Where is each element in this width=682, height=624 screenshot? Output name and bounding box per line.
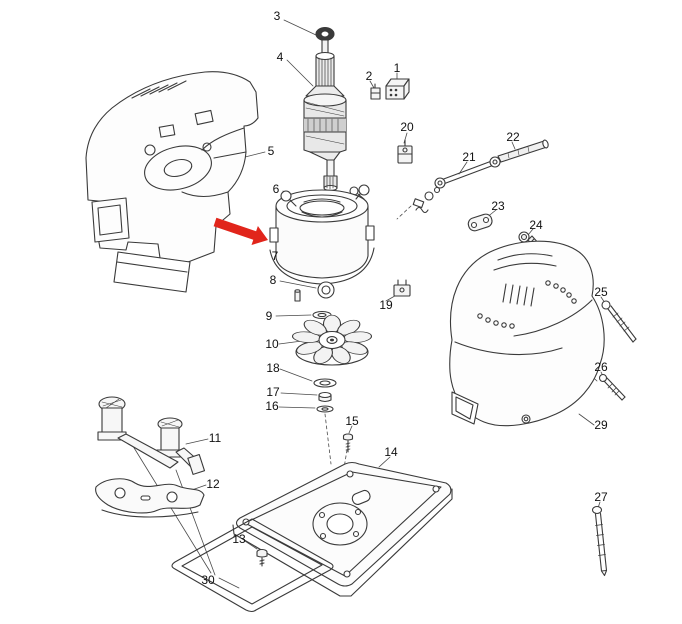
stator [269, 184, 375, 285]
base-plate [232, 461, 453, 597]
motor-housing [85, 71, 259, 263]
fan [291, 314, 373, 366]
cover-vent-slots [502, 283, 535, 307]
sleeve-17 [318, 391, 332, 403]
plate-23 [467, 213, 493, 232]
switch-button [370, 83, 381, 100]
screw-15 [342, 433, 354, 453]
gasket-30 [171, 518, 334, 613]
screw-27 [591, 505, 608, 577]
top-bearing [315, 26, 335, 42]
standoff-set-11 [97, 396, 206, 475]
washer-18 [313, 378, 337, 388]
pin [294, 289, 301, 302]
nameplate [113, 251, 191, 293]
lever-21 [434, 156, 501, 189]
linkage-cluster [412, 186, 441, 214]
handle-cover [449, 240, 605, 427]
switch-block [385, 78, 410, 100]
component-20 [397, 139, 413, 164]
connector-19 [393, 279, 411, 297]
armature [303, 39, 365, 200]
bearing-8 [317, 281, 335, 299]
washer-16 [316, 405, 334, 413]
pointer-arrow [213, 217, 268, 245]
housing-vent-slots [131, 80, 187, 99]
screw-13 [256, 548, 268, 567]
rod-22 [497, 139, 549, 163]
screw-26 [598, 373, 626, 401]
support-plate-12 [95, 478, 205, 518]
screw-25 [601, 300, 637, 343]
